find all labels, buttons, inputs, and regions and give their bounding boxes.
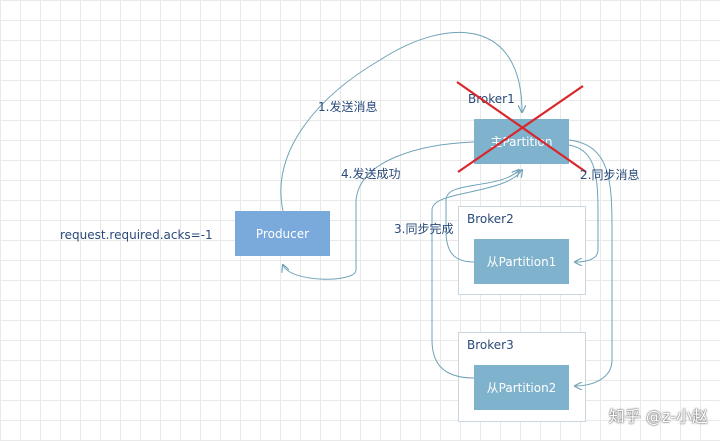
producer-node: Producer (235, 211, 330, 256)
follower-partition2-label: 从Partition2 (486, 381, 557, 395)
follower-partition2: 从Partition2 (474, 365, 569, 410)
follower-partition1: 从Partition1 (474, 239, 569, 284)
step-send-label: 1.发送消息 (318, 100, 378, 114)
broker1-title: Broker1 (468, 92, 515, 106)
leader-partition: 主Partition (474, 119, 569, 164)
step-ack-label: 4.发送成功 (341, 167, 401, 181)
broker2-title: Broker2 (467, 212, 514, 226)
step-sync-done-label: 3.同步完成 (394, 222, 454, 236)
leader-partition-label: 主Partition (490, 135, 553, 149)
broker3-title: Broker3 (467, 338, 514, 352)
producer-label: Producer (255, 226, 310, 241)
follower-partition1-label: 从Partition1 (486, 255, 557, 269)
acks-config-label: request.required.acks=-1 (60, 228, 213, 242)
step-sync-label: 2.同步消息 (580, 168, 640, 182)
watermark: 知乎 @z-小赵 (608, 407, 708, 426)
